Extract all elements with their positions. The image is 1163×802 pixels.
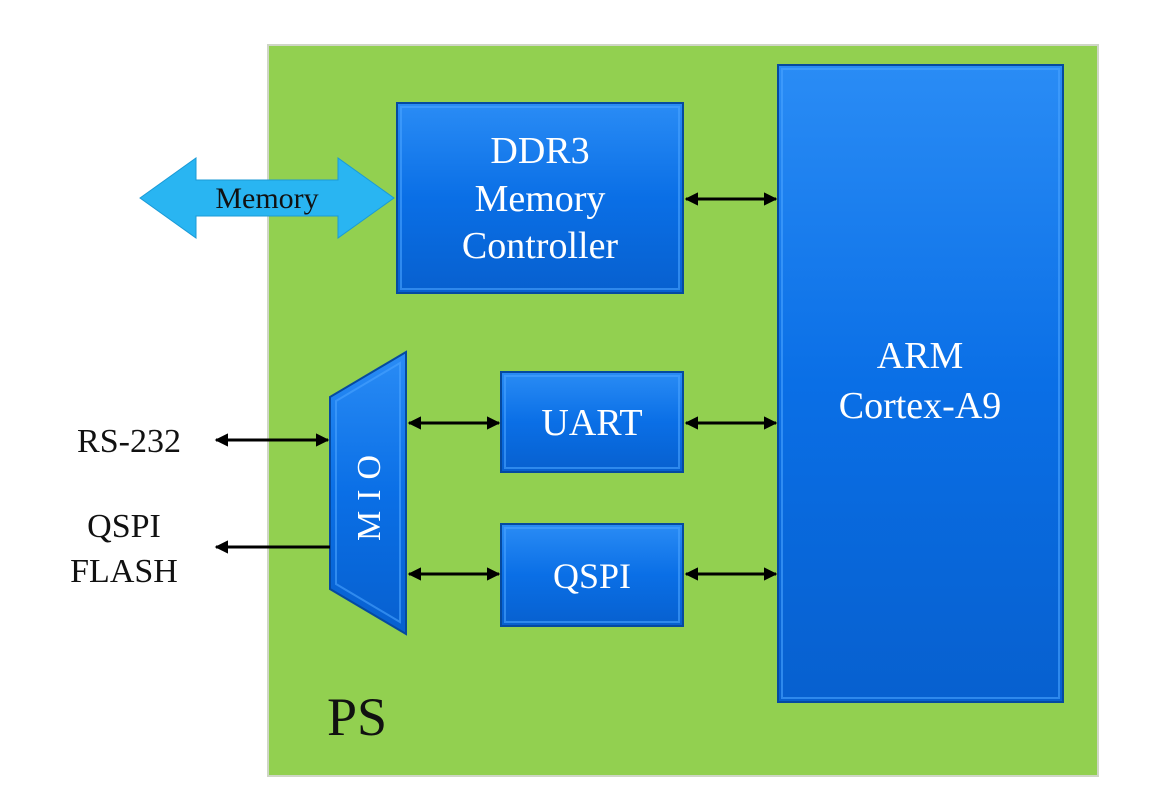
memory-arrow: Memory	[139, 157, 395, 239]
qspi-block: QSPI	[500, 523, 684, 627]
uart-label: UART	[541, 402, 642, 444]
arm-label-line2: Cortex-A9	[839, 385, 1002, 427]
mio-label: MIO	[351, 445, 388, 541]
memory-label: Memory	[215, 182, 318, 215]
qspi-label: QSPI	[553, 556, 631, 596]
ddr3-label-line3: Controller	[462, 225, 619, 267]
uart-block: UART	[500, 371, 684, 473]
rs232-label: RS-232	[77, 423, 181, 460]
ddr3-label-line1: DDR3	[490, 130, 589, 172]
arm-cortex-a9-block: ARM Cortex-A9	[777, 64, 1064, 703]
qspi-flash-label-line2: FLASH	[70, 553, 178, 590]
ddr3-memory-controller-block: DDR3 Memory Controller	[396, 102, 684, 294]
ps-label: PS	[327, 687, 387, 747]
qspi-flash-label-line1: QSPI	[87, 508, 161, 545]
ddr3-label-line2: Memory	[475, 178, 606, 220]
mio-block: MIO	[329, 350, 407, 636]
arm-label-line1: ARM	[877, 335, 964, 377]
